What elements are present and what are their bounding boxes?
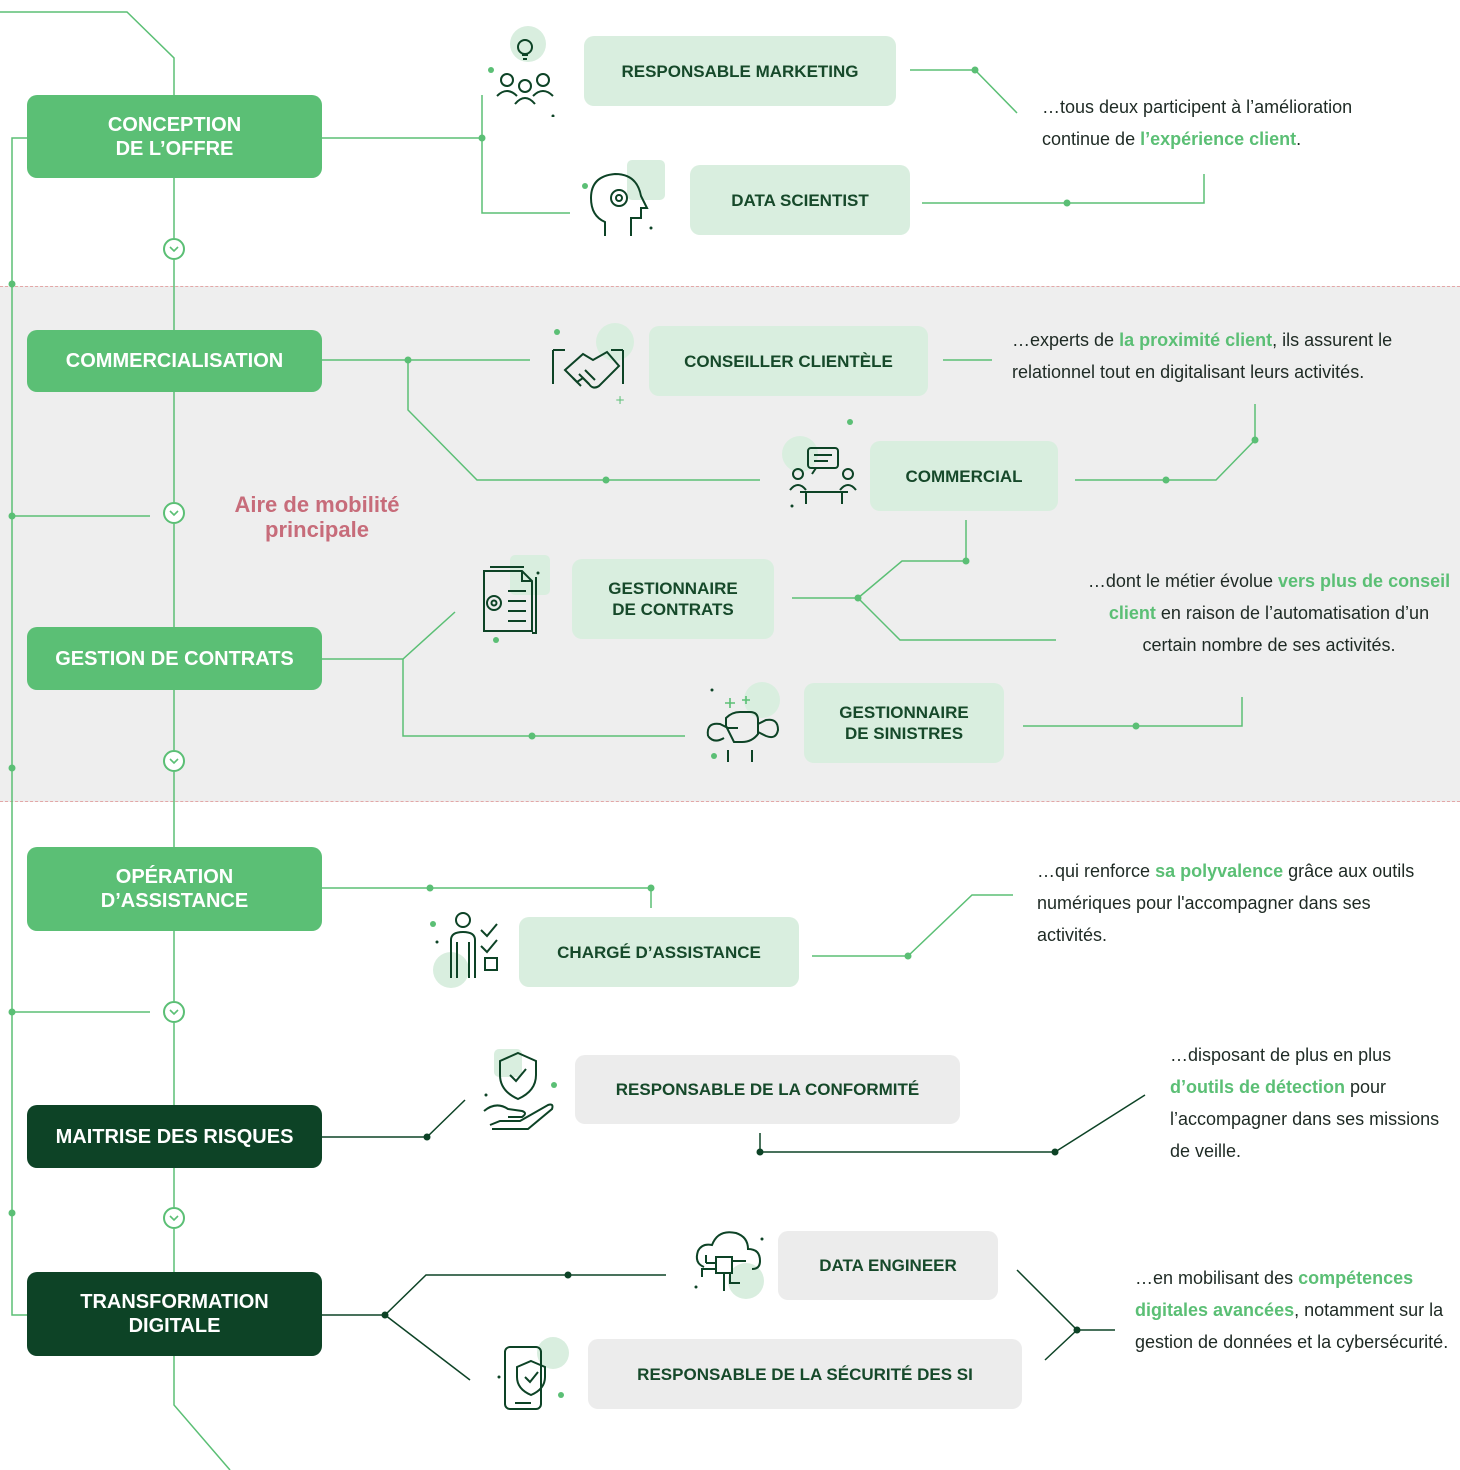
description-highlight: d’outils de détection [1170,1077,1346,1097]
description-conseil-client: …dont le métier évolue vers plus de cons… [1080,565,1458,661]
description-highlight: la proximité client [1119,330,1273,350]
stage-gestion-contrats: GESTION DE CONTRATS [27,627,322,690]
description-text: …experts de [1012,330,1120,350]
description-outils-detection: …disposant de plus en plus d’outils de d… [1170,1039,1452,1167]
cloud-chip-icon [694,1231,764,1299]
role-responsable-securite-si: RESPONSABLE DE LA SÉCURITÉ DES SI [588,1339,1022,1409]
description-experience-client: …tous deux participent à l’amélioration … [1042,91,1422,155]
description-competences-digitales: …en mobilisant des compétences digitales… [1135,1262,1455,1358]
stage-maitrise-risques: MAITRISE DES RISQUES [27,1105,322,1168]
role-gestionnaire-sinistres: GESTIONNAIRE DE SINISTRES [804,683,1004,763]
description-text: . [1296,129,1302,149]
dark-connector-dots [381,1133,1081,1334]
handshake-icon: + [552,323,634,407]
role-gestionnaire-contrats: GESTIONNAIRE DE CONTRATS [572,559,774,639]
light-connector-dots [8,66,1259,1217]
role-responsable-conformite: RESPONSABLE DE LA CONFORMITÉ [575,1055,960,1124]
description-text: , notamment sur la gestion de données et… [1135,1300,1449,1352]
stage-conception: CONCEPTION DE L’OFFRE [27,95,322,178]
description-highlight: vers plus de conseil client [1108,571,1451,623]
description-text: …disposant de plus en plus [1170,1045,1392,1065]
head-gear-icon [582,160,665,236]
description-text: …dont le métier évolue [1087,571,1279,591]
phone-shield-icon [497,1337,569,1410]
person-checklist-icon [430,912,498,988]
document-gear-icon [483,555,550,643]
stage-transformation-digitale: TRANSFORMATION DIGITALE [27,1272,322,1356]
description-text: …en mobilisant des [1135,1268,1299,1288]
stage-commercialisation: COMMERCIALISATION [27,330,322,392]
description-text: en raison de l’automatisation d’un certa… [1142,603,1430,655]
description-text: grâce aux outils numériques pour l'accom… [1037,861,1415,945]
description-text: pour l’accompagner dans ses missions de … [1170,1077,1440,1161]
stage-operation-assistance: OPÉRATION D’ASSISTANCE [27,847,322,931]
role-conseiller-clientele: CONSEILLER CLIENTÈLE [649,326,928,396]
chevron-down-icons [169,246,179,1222]
role-responsable-marketing: RESPONSABLE MARKETING [584,36,896,106]
description-polyvalence: …qui renforce sa polyvalence grâce aux o… [1037,855,1437,951]
role-data-engineer: DATA ENGINEER [778,1231,998,1300]
description-proximite-client: …experts de la proximité client, ils ass… [1012,324,1457,388]
svg-text:+: + [615,393,625,407]
meeting-table-icon [782,419,857,508]
description-text: , ils assurent le relationnel tout en di… [1012,330,1393,382]
description-text: …tous deux participent à l’amélioration … [1042,97,1353,149]
role-commercial: COMMERCIAL [870,441,1058,511]
area-label: Aire de mobilité principale [234,492,400,542]
role-charge-assistance: CHARGÉ D’ASSISTANCE [519,917,799,987]
description-highlight: compétences digitales avancées [1135,1268,1414,1320]
people-idea-icon [488,26,555,117]
role-data-scientist: DATA SCIENTIST [690,165,910,235]
description-highlight: l’expérience client [1140,129,1297,149]
shield-hand-icon [483,1049,557,1130]
light-connectors [0,11,1256,1470]
wrench-hand-icon [706,682,780,762]
stage-arrow-markers [163,238,185,1229]
description-text: …qui renforce [1037,861,1156,881]
description-highlight: sa polyvalence [1155,861,1284,881]
